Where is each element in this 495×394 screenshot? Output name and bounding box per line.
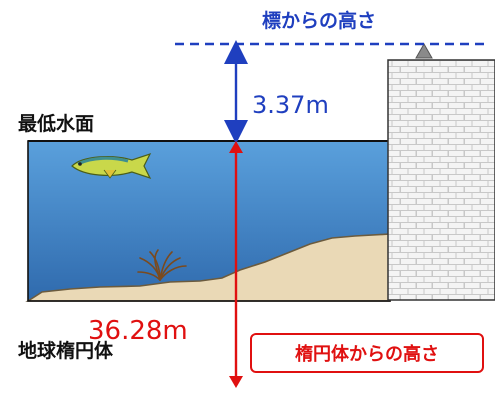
lowest-water-surface-label: 最低水面 <box>18 113 95 135</box>
mark-height-title: 標からの高さ <box>262 10 377 32</box>
red-arrow-head-top <box>229 141 243 153</box>
ellipsoid-height-value: 36.28m <box>88 316 188 346</box>
fish-icon <box>71 152 152 180</box>
red-arrow-head-bottom <box>229 376 243 388</box>
benchmark-marker-icon <box>415 42 433 59</box>
sea-floor <box>25 233 391 302</box>
earth-ellipsoid-label: 地球楕円体 <box>18 340 114 362</box>
quay-wall <box>387 59 495 301</box>
ellipsoid-height-title-box: 楕円体からの高さ <box>250 333 484 373</box>
seaweed-icon <box>137 249 187 281</box>
mark-height-value: 3.37m <box>252 91 329 119</box>
ellipsoid-height-title: 楕円体からの高さ <box>295 344 439 365</box>
